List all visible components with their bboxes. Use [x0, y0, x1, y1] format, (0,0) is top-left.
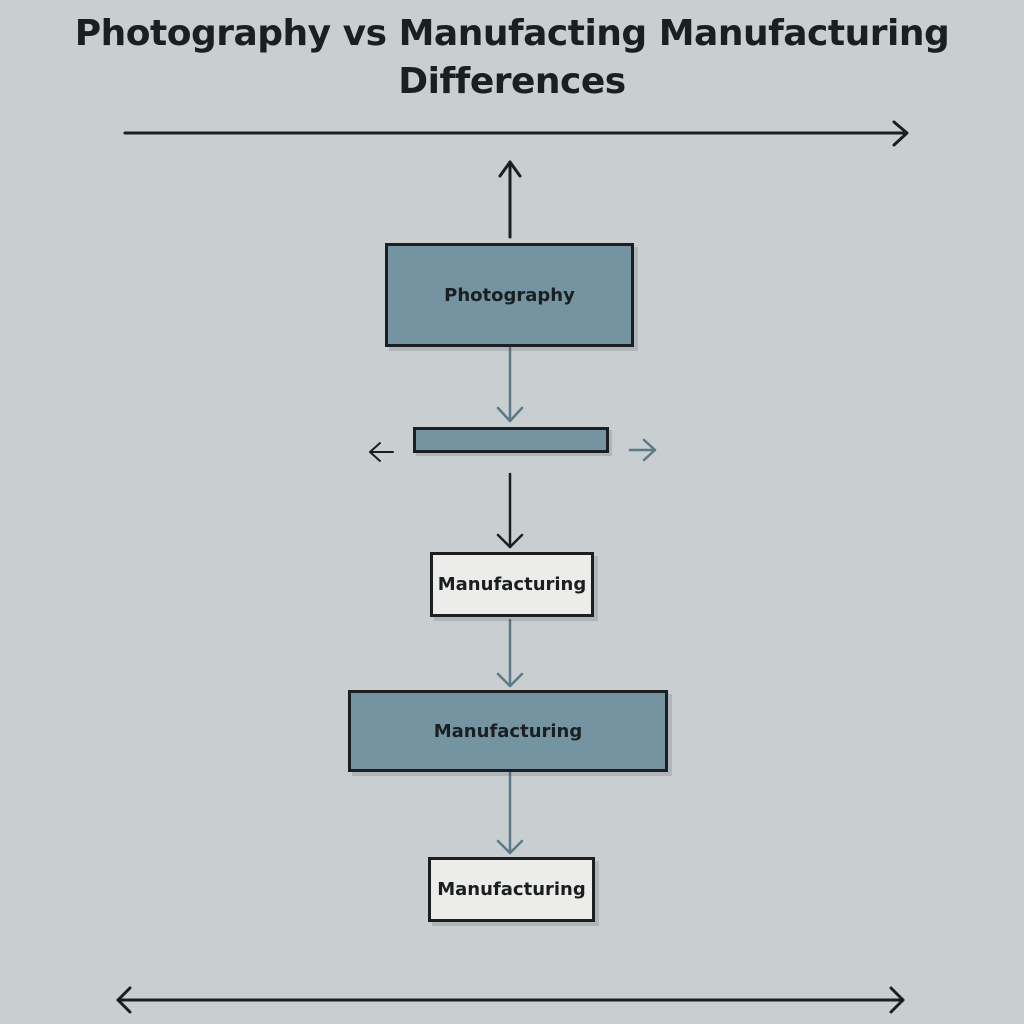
top-axis-arrow [123, 120, 909, 147]
manufacturing-box-2: Manufacturing [348, 690, 668, 772]
manufacturing-label-2: Manufacturing [433, 720, 583, 742]
left-arrow [369, 442, 394, 462]
connector-manufacturing-2-to-3 [496, 771, 524, 855]
divider-bar [413, 427, 609, 453]
up-arrow [498, 160, 522, 239]
diagram-title-line-1: Photography vs Manufacting Manufacturing [74, 13, 950, 54]
diagram-title-line-2: Differences [398, 61, 626, 102]
manufacturing-box-1: Manufacturing [430, 552, 594, 617]
bottom-axis-arrow [116, 986, 905, 1014]
photography-box: Photography [385, 243, 634, 347]
manufacturing-label-1: Manufacturing [437, 574, 587, 595]
connector-bar-to-manufacturing-1 [496, 472, 524, 549]
connector-photography-to-bar [496, 346, 524, 423]
photography-label: Photography [444, 284, 575, 306]
right-arrow [628, 438, 657, 462]
manufacturing-box-3: Manufacturing [428, 857, 595, 922]
manufacturing-label-3: Manufacturing [437, 879, 586, 900]
connector-manufacturing-1-to-2 [496, 618, 524, 688]
